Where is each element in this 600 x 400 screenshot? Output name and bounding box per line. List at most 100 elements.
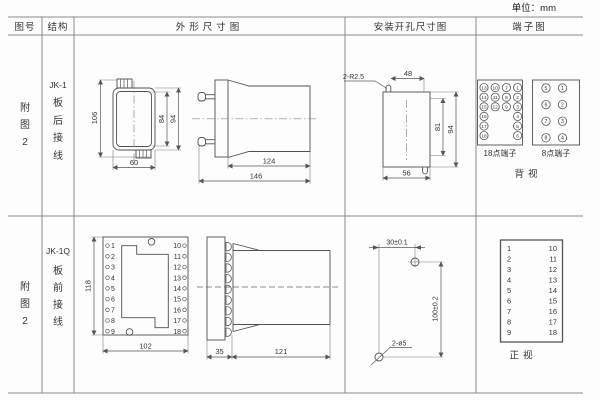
terminal-pin-number: 4 (561, 136, 564, 142)
row1-figure-label: 附图2 (20, 103, 30, 148)
header-outline: 外形尺寸图 (175, 22, 244, 33)
outside-arrow-right (415, 245, 421, 250)
jk1q-side-view: 35 121 (197, 236, 340, 360)
terminal-number: 16 (549, 307, 557, 316)
terminal-pin-number: 15 (173, 297, 181, 304)
terminal-number: 2 (507, 254, 511, 263)
dim-label-102: 102 (139, 342, 152, 351)
terminal-pin-number: 11 (493, 95, 498, 101)
terminal-pin-circle (490, 102, 500, 112)
screw-terminal (225, 252, 232, 262)
terminal-pin-circle (479, 83, 489, 93)
terminal-number: 6 (507, 297, 511, 306)
terminal-number: 3 (507, 265, 511, 274)
terminal-pin-circle (105, 307, 110, 312)
terminal-pin-circle (479, 121, 489, 131)
terminal-pin-number: 15 (481, 105, 487, 111)
terminal-pin-circle (105, 243, 110, 248)
screw-terminal (225, 306, 232, 316)
screw-terminal (225, 316, 232, 327)
terminal-number: 15 (549, 297, 557, 306)
terminal-number: 18 (549, 328, 557, 337)
terminal-pin-number: 2 (561, 103, 564, 109)
screw-terminal (225, 263, 232, 273)
terminal-pin-circle (182, 275, 187, 280)
terminal-pin-number: 7 (545, 119, 548, 125)
row2-model-label: JK-1Q (45, 246, 71, 256)
dim-label-56: 56 (402, 169, 410, 178)
terminal-pin-circle (490, 83, 500, 93)
terminal-pin-circle (479, 131, 489, 141)
terminal-pin-number: 8 (111, 318, 115, 325)
jk1q-drill-view: 30±0.1 2-ø5 100±0.2 (369, 240, 444, 366)
terminal-pin-circle (105, 329, 110, 334)
mounting-hole-bottom (125, 328, 134, 336)
terminal-pin-number: 18 (481, 133, 487, 139)
unit-label: 单位：mm (511, 3, 556, 14)
terminal-pin-number: 13 (481, 85, 487, 91)
screw-terminal (225, 295, 232, 305)
terminal-pin-circle (501, 92, 511, 102)
terminal-pin-circle (557, 83, 568, 93)
terminal-pin-number: 7 (111, 307, 115, 314)
header-structure: 结构 (47, 22, 69, 33)
terminal-pin-circle (182, 254, 187, 259)
terminal-pin-number: 17 (481, 124, 487, 130)
terminal-number: 14 (549, 286, 557, 295)
jk1-front-view: 106 84 94 60 (90, 78, 181, 170)
terminal-screw-top (197, 92, 215, 102)
terminal-pin-number: 4 (516, 114, 519, 120)
terminal-pin-number: 6 (111, 297, 115, 304)
terminal-8-label: 8点端子 (542, 148, 570, 158)
terminal-pin-circle (182, 318, 187, 323)
terminal-pin-number: 12 (173, 265, 181, 272)
terminal-pin-circle (105, 275, 110, 280)
terminal-number: 13 (549, 275, 557, 284)
dim-label-84: 84 (157, 115, 166, 123)
terminal-pin-circle (490, 92, 500, 102)
terminal-pin-circle (182, 286, 187, 291)
jk1-cutout-view: 2-R2.5 48 81 94 56 (343, 69, 459, 181)
front-view-label: 正视 (509, 350, 536, 362)
header-figure-no: 图号 (14, 22, 36, 33)
row2-wiring-label: 板前接线 (53, 266, 63, 328)
screw-terminal (225, 242, 232, 252)
row1-wiring-label: 板后接线 (53, 98, 63, 162)
terminal-pin-circle (182, 329, 187, 334)
terminal-pin-circle (513, 83, 523, 93)
dim-label-35: 35 (215, 347, 223, 356)
terminal-pin-circle (182, 296, 187, 302)
terminal-pin-number: 6 (545, 103, 548, 109)
terminal-pin-number: 4 (111, 275, 115, 282)
terminal-number: 7 (507, 307, 511, 316)
dim-label-106: 106 (90, 112, 99, 125)
terminal-pin-circle (501, 83, 511, 93)
terminal-pin-number: 5 (516, 124, 519, 130)
terminal-pin-circle (105, 296, 110, 302)
terminal-pin-circle (182, 243, 187, 248)
header-install: 安装开孔尺寸图 (373, 22, 448, 33)
terminal-pin-circle (513, 131, 523, 141)
terminal-pin-circle (105, 286, 110, 291)
terminal-pin-number: 1 (111, 243, 115, 250)
terminal-pin-circle (541, 100, 551, 110)
mounting-tab-bottom (135, 149, 152, 159)
terminal-pin-number: 8 (505, 95, 508, 101)
drill-hole-bottom (374, 352, 384, 362)
terminal-pin-number: 14 (173, 286, 181, 293)
terminal-pin-number: 2 (516, 95, 519, 101)
terminal-pin-number: 14 (481, 95, 487, 101)
terminal-18-label: 18点端子 (484, 148, 517, 158)
terminal-pin-circle (105, 318, 110, 323)
terminal-pin-circle (513, 111, 523, 121)
terminal-pin-number: 17 (173, 318, 181, 325)
terminal-number: 8 (507, 318, 511, 327)
row1-model-label: JK-1 (49, 80, 67, 90)
table-grid (8, 16, 583, 394)
